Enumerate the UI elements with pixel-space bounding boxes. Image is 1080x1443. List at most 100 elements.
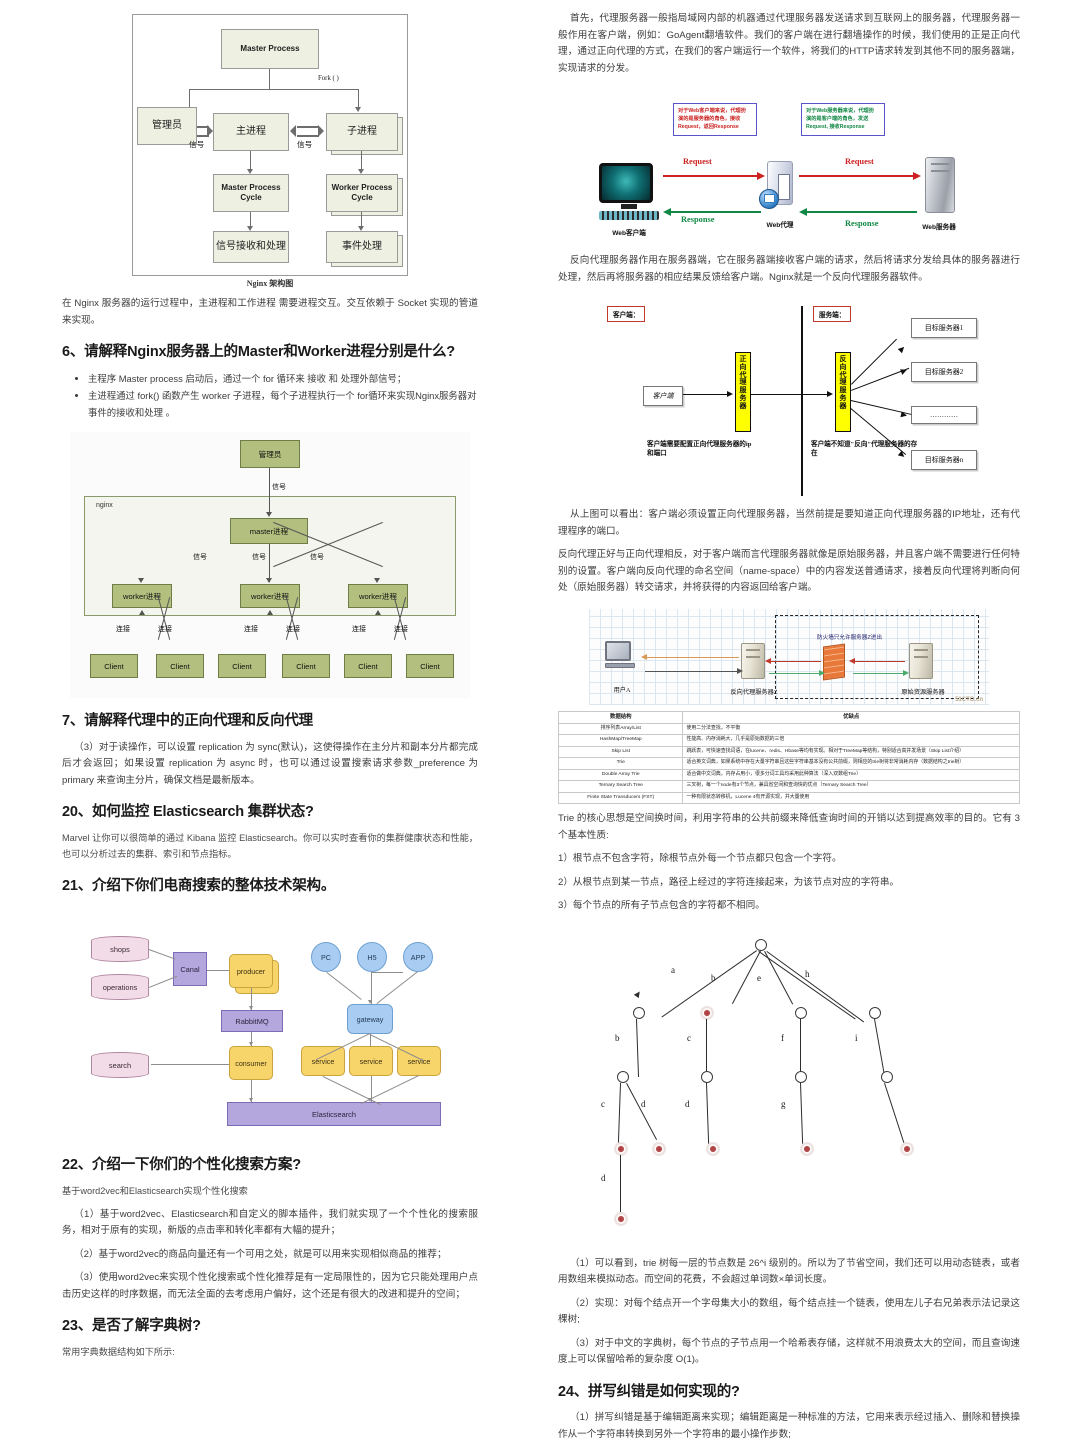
trie-node-ab bbox=[617, 1070, 629, 1083]
trie-node-abcd bbox=[615, 1212, 627, 1225]
paragraph-q22-lead: 基于word2vec和Elasticsearch实现个性化搜索 bbox=[62, 1185, 248, 1196]
node-client: 客户端 bbox=[643, 386, 683, 406]
edge-label-e: e bbox=[757, 972, 761, 983]
divider-line bbox=[801, 306, 803, 496]
label-connect: 连接 bbox=[116, 625, 130, 634]
caption-web-server: Web服务器 bbox=[922, 224, 956, 231]
table-row: Finite State Transducers (FST) 一种有限状态转移机… bbox=[557, 791, 1020, 805]
node-client-2: Client bbox=[156, 654, 204, 679]
paragraph-proxy-intro: 首先，代理服务器一般指局域网内部的机器通过代理服务器发送请求到互联网上的服务器，… bbox=[558, 13, 1020, 74]
trie-node-abc bbox=[615, 1142, 627, 1155]
cell-notes: 三叉树，每一个node有3个节点，兼具省空间和查询快的优点（Ternary Se… bbox=[682, 780, 1020, 793]
heading-q22: 22、介绍一下你们的个性化搜索方案? bbox=[62, 1157, 301, 1174]
cell-notes: 适合做中文词典，内存占用小，很多分词工具均采用此种算法（深入双数组Trie） bbox=[682, 768, 1020, 782]
node-admin: 管理员 bbox=[240, 440, 300, 469]
table-data-structures: 数据结构 优缺点 排序列表Array/List 使用二分法查找，不平衡 Hash… bbox=[557, 710, 1020, 805]
node-operations: operations bbox=[91, 974, 149, 1001]
note-forward-proxy: 客户端需要配置正向代理服务器的ip和端口 bbox=[647, 441, 752, 458]
caption-web-client: Web客户端 bbox=[612, 230, 646, 237]
label-request-1: Request bbox=[683, 157, 712, 166]
paragraph-q22-3: （3）使用word2vec来实现个性化搜索或个性化推荐是有一定局限性的，因为它只… bbox=[62, 1272, 478, 1300]
heading-q20: 20、如何监控 Elasticsearch 集群状态? bbox=[62, 804, 314, 821]
label-connect: 连接 bbox=[158, 625, 172, 634]
label-signal-1: 信号 bbox=[189, 140, 205, 149]
node-service-2: service bbox=[349, 1046, 393, 1077]
node-admin: 管理员 bbox=[137, 107, 197, 145]
paragraph-trie-note-2: （2）实现：对每个结点开一个字母集大小的数组，每个结点挂一个链表，使用左儿子右兄… bbox=[558, 1297, 1020, 1326]
column-header-prosandcons: 优缺点 bbox=[682, 710, 1020, 724]
table-header-row: 数据结构 优缺点 bbox=[557, 710, 1020, 724]
annotation-line: 对于Web服务器来说，代理扮 bbox=[806, 108, 874, 114]
paragraph-q24-1: （1）拼写纠错是基于编辑距离来实现；编辑距离是一种标准的方法，它用来表示经过插入… bbox=[558, 1412, 1020, 1440]
node-service-1: service bbox=[301, 1046, 345, 1077]
label-signal: 信号 bbox=[310, 553, 324, 562]
caption-firewall-note: 防火墙只允许服务器Z进出 bbox=[817, 634, 882, 641]
label-response-1: Response bbox=[681, 215, 715, 224]
caption-reverse-proxy-z: 反向代理服务器Z bbox=[730, 688, 778, 696]
annotation-line: 演的是客户端的角色，发送 bbox=[806, 116, 869, 123]
figure-caption-nginx-arch: Nginx 架构图 bbox=[246, 279, 294, 288]
table-row: 排序列表Array/List 使用二分法查找，不平衡 bbox=[557, 722, 1020, 736]
annotation-client-side: 对于Web客户端来说，代理扮 演的是服务器的角色，接收 Request，返回Re… bbox=[673, 103, 757, 136]
annotation-line: Request，返回Response bbox=[678, 124, 739, 131]
node-target-server-1: 目标服务器1 bbox=[911, 318, 977, 338]
trie-node-ef bbox=[795, 1070, 807, 1083]
nginx-container-label: nginx bbox=[96, 502, 113, 510]
label-signal: 信号 bbox=[252, 553, 266, 562]
node-target-server-n: 目标服务器n bbox=[911, 450, 977, 470]
table-row: Ternary Search Tree 三叉树，每一个node有3个节点，兼具省… bbox=[557, 780, 1020, 793]
trie-node-hi bbox=[881, 1070, 893, 1083]
tag-server-side: 服务端： bbox=[813, 306, 852, 322]
paragraph-trie-note-1: （1）可以看到，trie 树每一层的节点数是 26^i 级别的。所以为了节省空间… bbox=[558, 1257, 1020, 1286]
label-connect: 连接 bbox=[244, 625, 258, 634]
paragraph-q22-2: （2）基于word2vec的商品向量还有一个可用之处，就是可以用来实现相似商品的… bbox=[74, 1248, 447, 1260]
trie-node-abd bbox=[653, 1142, 665, 1155]
proxy-badge-icon bbox=[759, 189, 779, 209]
node-child-process: 子进程 bbox=[326, 113, 398, 151]
caption-user-a: 用户A bbox=[613, 686, 631, 694]
paragraph-reverse-proxy: 反向代理服务器作用在服务器端，它在服务器端接收客户端的请求，然后将请求分发给具体… bbox=[558, 255, 1020, 283]
annotation-line: Request, 接收Response bbox=[806, 124, 865, 131]
label-fork: Fork ( ) bbox=[318, 75, 339, 82]
node-worker-1: worker进程 bbox=[112, 584, 172, 609]
paragraph-q20-body: Marvel 让你可以很简单的通过 Kibana 监控 Elasticsearc… bbox=[62, 832, 478, 859]
node-target-server-ellipsis: ………… bbox=[911, 406, 977, 424]
list-item: 主程序 Master process 启动后，通过一个 for 循环来 接收 和… bbox=[88, 371, 478, 388]
node-target-server-2: 目标服务器2 bbox=[911, 362, 977, 382]
edge-label-h: h bbox=[805, 968, 810, 979]
paragraph-conclusion-2: 反向代理正好与正向代理相反，对于客户端而言代理服务器就像是原始服务器，并且客户端… bbox=[558, 549, 1020, 593]
node-main-process: 主进程 bbox=[213, 113, 289, 151]
figure-trie-tree: a b e h b c bbox=[558, 929, 1020, 1249]
trie-node-bcd bbox=[707, 1142, 719, 1155]
cell-structure: Double Array Trie bbox=[557, 768, 684, 782]
fwdrev-canvas: 客户端： 服务端： 客户端 正向代理服务器 反向代理服务器 目标服务器1 目标服… bbox=[589, 300, 989, 500]
web-proxy-canvas: 对于Web客户端来说，代理扮 演的是服务器的角色，接收 Request，返回Re… bbox=[589, 101, 989, 246]
list-item: 主进程通过 fork() 函数产生 worker 子进程，每个子进程执行一个 f… bbox=[88, 388, 478, 422]
client-computer-icon bbox=[599, 163, 659, 220]
node-client-4: Client bbox=[282, 654, 330, 679]
node-client-6: Client bbox=[406, 654, 454, 679]
node-worker-3: worker进程 bbox=[348, 584, 408, 609]
edge-label-b: b bbox=[711, 972, 716, 983]
node-canal: Canal bbox=[173, 952, 207, 987]
nginx-signal-canvas: nginx 管理员 信号 master进程 信号 信号 信号 worker进程 … bbox=[70, 432, 470, 699]
edge-label-c: c bbox=[687, 1032, 691, 1043]
edge-label-b2: b bbox=[615, 1032, 620, 1043]
label-connect: 连接 bbox=[394, 625, 408, 634]
annotation-server-side: 对于Web服务器来说，代理扮 演的是客户端的角色，发送 Request, 接收R… bbox=[801, 103, 885, 136]
trie-node-h bbox=[869, 1006, 881, 1019]
node-worker-2: worker进程 bbox=[240, 584, 300, 609]
edge-label-g: g bbox=[781, 1098, 786, 1109]
reverse-proxy-server-icon bbox=[741, 642, 765, 679]
label-connect: 连接 bbox=[286, 625, 300, 634]
trie-node-bc bbox=[701, 1070, 713, 1083]
ecom-canvas: shops operations search Canal producer R… bbox=[75, 922, 465, 1142]
node-producer: producer bbox=[229, 954, 273, 989]
paragraph-socket: 在 Nginx 服务器的运行过程中，主进程和工作进程 需要进程交互。交互依赖于 … bbox=[62, 298, 478, 326]
edge-label-d: d bbox=[641, 1098, 646, 1109]
node-master-process: Master Process bbox=[221, 29, 319, 69]
tag-client-side: 客户端： bbox=[607, 306, 646, 322]
figure-web-proxy: 对于Web客户端来说，代理扮 演的是服务器的角色，接收 Request，返回Re… bbox=[558, 101, 1020, 246]
paragraph-trie-prop-1: 1）根节点不包含字符，除根节点外每一个节点都只包含一个字符。 bbox=[558, 853, 842, 865]
trie-node-b bbox=[701, 1006, 713, 1019]
